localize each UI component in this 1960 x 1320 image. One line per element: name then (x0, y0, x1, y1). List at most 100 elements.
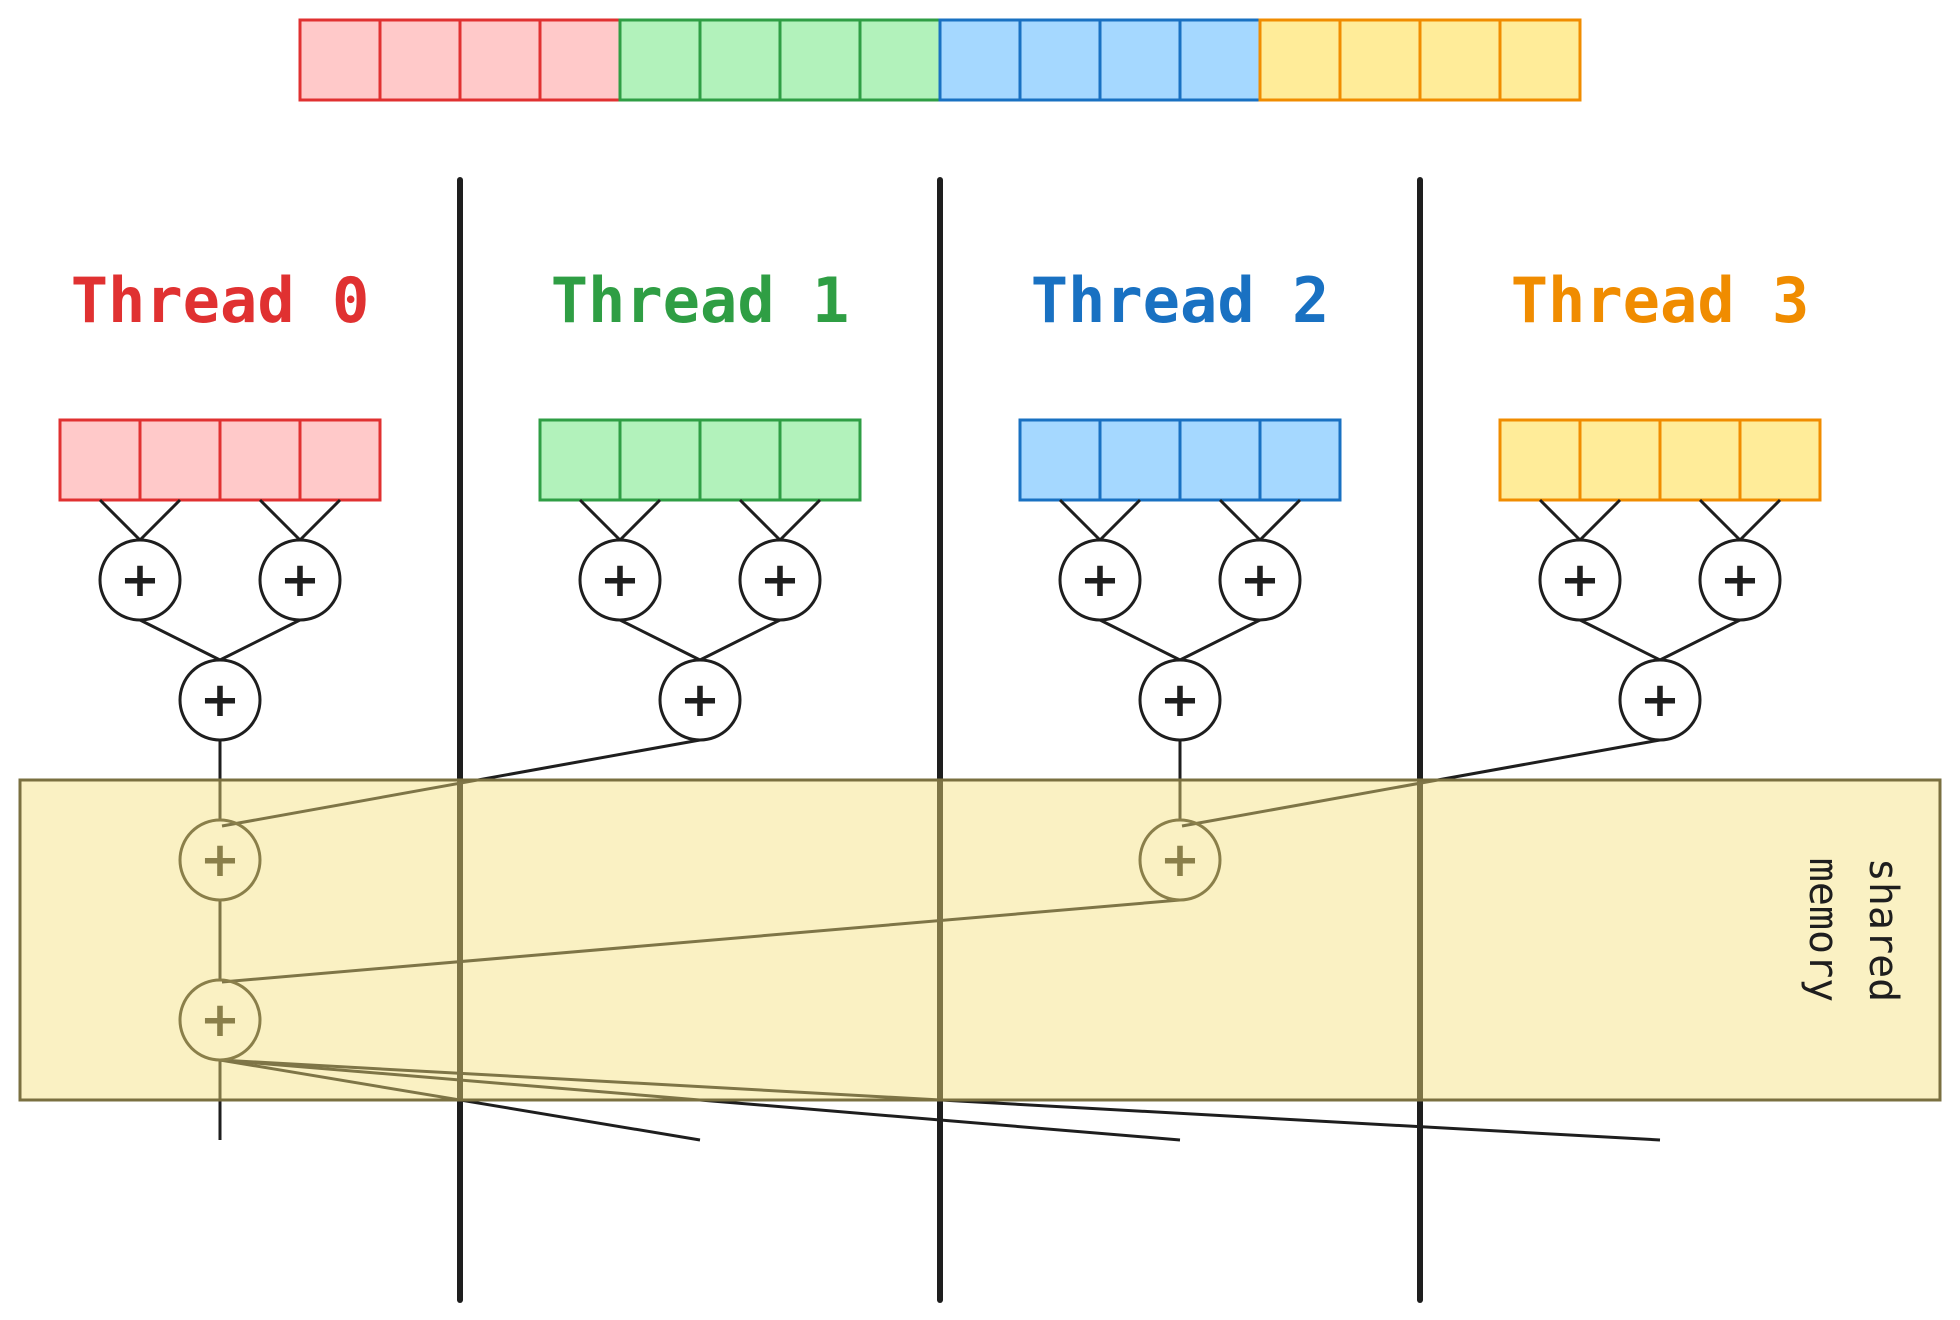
add-t3-l1-1-symbol: + (1720, 552, 1760, 608)
input-cell-t0-c0 (298, 18, 382, 102)
edge-add-to-add (1099, 618, 1181, 662)
add-t0-l1-0: + (98, 538, 182, 622)
add-t1-l1-0: + (578, 538, 662, 622)
shared-add-1a-symbol: + (200, 832, 240, 888)
input-cell-t1-c3 (858, 18, 942, 102)
thread-2-cell-3 (1258, 418, 1342, 502)
thread-1-cell-2 (698, 418, 782, 502)
edge-cell-to-add (738, 498, 782, 542)
thread-column-1: Thread 1 + + + (538, 264, 862, 742)
thread-label-3: Thread 3 (1511, 264, 1810, 337)
shared-label-line-1: memory (1800, 858, 1846, 1003)
add-t2-l1-0-circle (1058, 538, 1142, 622)
add-t3-l1-0-circle (1538, 538, 1622, 622)
edge-cell-to-add (138, 498, 182, 542)
edge-cell-to-add (618, 498, 662, 542)
input-cell-t1-c2 (778, 18, 862, 102)
shared-add-1a-circle (178, 818, 262, 902)
thread-1-cell-1 (618, 418, 702, 502)
thread-0-cell-1 (138, 418, 222, 502)
edge-add-to-add (1579, 618, 1661, 662)
input-cell-t2-c3 (1178, 18, 1262, 102)
edge-cell-to-add (1218, 498, 1262, 542)
thread-3-cell-2 (1658, 418, 1742, 502)
thread-2-cell-0 (1018, 418, 1102, 502)
thread-2-cell-2 (1178, 418, 1262, 502)
add-t0-l2-symbol: + (200, 672, 240, 728)
add-t2-l1-1-circle (1218, 538, 1302, 622)
add-t0-l1-1-symbol: + (280, 552, 320, 608)
input-cell-t2-c0 (938, 18, 1022, 102)
add-t0-l1-1-circle (258, 538, 342, 622)
thread-label-2: Thread 2 (1031, 264, 1330, 337)
shared-label-line-0: shared (1860, 858, 1906, 1003)
thread-0-cell-0 (58, 418, 142, 502)
edge-add-to-add (699, 618, 781, 662)
edge-cell-to-add (1058, 498, 1102, 542)
edge-cell-to-add (98, 498, 142, 542)
edge-cell-to-add (1258, 498, 1302, 542)
input-cell-t1-c0 (618, 18, 702, 102)
add-t3-l1-0-symbol: + (1560, 552, 1600, 608)
edge-t3-to-shared (1181, 738, 1661, 828)
add-t2-l1-0-symbol: + (1080, 552, 1120, 608)
input-cell-t2-c2 (1098, 18, 1182, 102)
thread-0-cell-3 (298, 418, 382, 502)
input-cell-t3-c0 (1258, 18, 1342, 102)
shared-memory-label: shared memory (1800, 858, 1906, 1003)
shared-add-1b-circle (1138, 818, 1222, 902)
shared-add-2: + (178, 978, 262, 1062)
shared-add-1b-symbol: + (1160, 832, 1200, 888)
input-cell-t3-c1 (1338, 18, 1422, 102)
add-t1-l2: + (658, 658, 742, 742)
add-t3-l2: + (1618, 658, 1702, 742)
thread-3-cell-3 (1738, 418, 1822, 502)
edge-cell-to-add (1538, 498, 1582, 542)
add-t0-l1-1: + (258, 538, 342, 622)
edge-cell-to-add (1738, 498, 1782, 542)
edge-cell-to-add (258, 498, 302, 542)
thread-dividers (457, 177, 1423, 1303)
thread-column-2: Thread 2 + + + (1018, 264, 1342, 742)
add-t0-l2: + (178, 658, 262, 742)
edge-s1b-to-s2 (221, 898, 1181, 984)
edge-add-to-add (139, 618, 221, 662)
add-t0-l1-0-symbol: + (120, 552, 160, 608)
edge-cell-to-add (1098, 498, 1142, 542)
thread-column-3: Thread 3 + + + (1498, 264, 1822, 742)
thread-0-cell-2 (218, 418, 302, 502)
edge-add-to-add (1659, 618, 1741, 662)
thread-1-cell-0 (538, 418, 622, 502)
shared-add-1b: + (1138, 818, 1222, 902)
add-t1-l1-0-circle (578, 538, 662, 622)
thread-3-cell-0 (1498, 418, 1582, 502)
add-t2-l2-symbol: + (1160, 672, 1200, 728)
edge-cell-to-add (1578, 498, 1622, 542)
input-cell-t1-c1 (698, 18, 782, 102)
shared-memory-region: + + + (18, 738, 1942, 1142)
shared-add-1a: + (178, 818, 262, 902)
input-cell-t0-c1 (378, 18, 462, 102)
edge-cell-to-add (778, 498, 822, 542)
thread-label-0: Thread 0 (71, 264, 370, 337)
add-t1-l1-1: + (738, 538, 822, 622)
edge-add-to-add (219, 618, 301, 662)
thread-1-cell-3 (778, 418, 862, 502)
thread-3-cell-1 (1578, 418, 1662, 502)
thread-2-cell-1 (1098, 418, 1182, 502)
shared-add-2-symbol: + (200, 992, 240, 1048)
shared-memory-box (18, 778, 1942, 1102)
edge-t1-to-shared (221, 738, 701, 828)
input-array (298, 18, 1582, 102)
add-t2-l1-1-symbol: + (1240, 552, 1280, 608)
thread-columns: Thread 0+++Thread 1+++Thread 2+++Thread … (58, 264, 1822, 742)
input-cell-t3-c3 (1498, 18, 1582, 102)
add-t1-l1-1-circle (738, 538, 822, 622)
add-t2-l1-1: + (1218, 538, 1302, 622)
thread-label-1: Thread 1 (551, 264, 850, 337)
add-t1-l1-1-symbol: + (760, 552, 800, 608)
add-t3-l1-1-circle (1698, 538, 1782, 622)
edge-add-to-add (1179, 618, 1261, 662)
edge-cell-to-add (298, 498, 342, 542)
add-t3-l1-0: + (1538, 538, 1622, 622)
